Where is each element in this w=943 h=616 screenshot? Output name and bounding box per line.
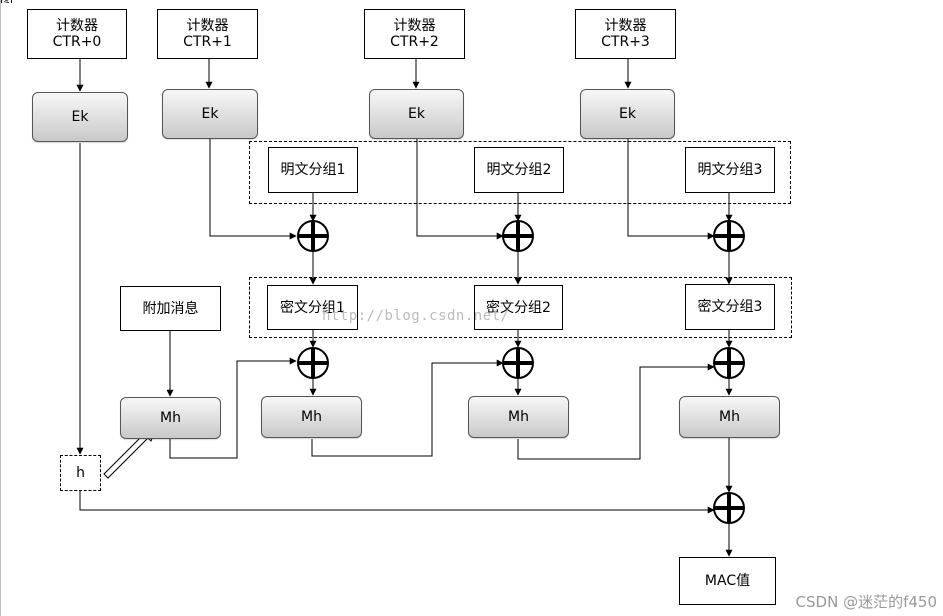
counter-label: 计数器: [186, 18, 229, 34]
xor-icon: [297, 347, 329, 379]
ciphertext-block-2: 密文分组2: [474, 285, 563, 330]
plaintext-group: [249, 141, 791, 204]
plaintext-block-2: 明文分组2: [474, 147, 564, 193]
xor-icon: [297, 220, 329, 252]
ciphertext-label: 密文分组1: [280, 299, 345, 316]
mac-label: MAC值: [704, 573, 751, 589]
counter-value: CTR+0: [52, 34, 102, 50]
ciphertext-label: 密文分组3: [697, 299, 763, 315]
plaintext-label: 明文分组3: [697, 162, 763, 178]
mh-label: Mh: [160, 410, 181, 426]
watermark-text: http://blog.csdn.net/: [322, 308, 510, 324]
footer-credit: CSDN @迷茫的f450: [795, 593, 937, 611]
ciphertext-label: 密文分组2: [486, 299, 551, 316]
xor-icons: [297, 220, 745, 524]
xor-icon: [502, 347, 534, 379]
hash-key-label: h: [76, 465, 85, 481]
mh-label: Mh: [508, 409, 529, 425]
xor-icon: [502, 220, 534, 252]
plaintext-block-1: 明文分组1: [268, 147, 358, 193]
mh-label: Mh: [719, 409, 740, 425]
counter-label: 计数器: [55, 18, 98, 34]
mh-box-2: Mh: [468, 396, 569, 438]
ciphertext-block-1: 密文分组1: [267, 285, 358, 330]
counter-value: CTR+1: [183, 34, 232, 50]
counter-value: CTR+3: [601, 34, 650, 50]
counter-label: 计数器: [393, 18, 436, 34]
ciphertext-group: [249, 277, 792, 338]
left-border-line: [0, 0, 1, 616]
mh-box-1: Mh: [261, 396, 362, 438]
encrypt-label: Ek: [619, 106, 636, 122]
mh-box-3: Mh: [679, 396, 780, 438]
xor-icon: [713, 220, 745, 252]
mh-box-0: Mh: [120, 397, 221, 439]
hash-key-box: h: [60, 455, 101, 491]
top-text-fragment: 图: [0, 0, 16, 3]
plaintext-label: 明文分组2: [486, 162, 552, 178]
counter-value: CTR+2: [390, 34, 439, 50]
associated-data-label: 附加消息: [142, 300, 199, 317]
associated-data-box: 附加消息: [120, 286, 221, 331]
encrypt-label: Ek: [408, 106, 425, 122]
encrypt-box-0: Ek: [32, 92, 128, 142]
xor-icon: [713, 492, 745, 524]
counter-label: 计数器: [604, 18, 647, 34]
encrypt-box-1: Ek: [162, 89, 258, 139]
xor-icon: [713, 347, 745, 379]
mh-label: Mh: [301, 409, 322, 425]
mac-box: MAC值: [679, 557, 776, 605]
plaintext-block-3: 明文分组3: [685, 147, 775, 193]
encrypt-box-2: Ek: [369, 89, 464, 139]
ciphertext-block-3: 密文分组3: [685, 284, 775, 330]
encrypt-label: Ek: [201, 106, 219, 122]
encrypt-label: Ek: [71, 109, 89, 125]
plaintext-label: 明文分组1: [280, 162, 346, 178]
encrypt-box-3: Ek: [580, 89, 675, 139]
